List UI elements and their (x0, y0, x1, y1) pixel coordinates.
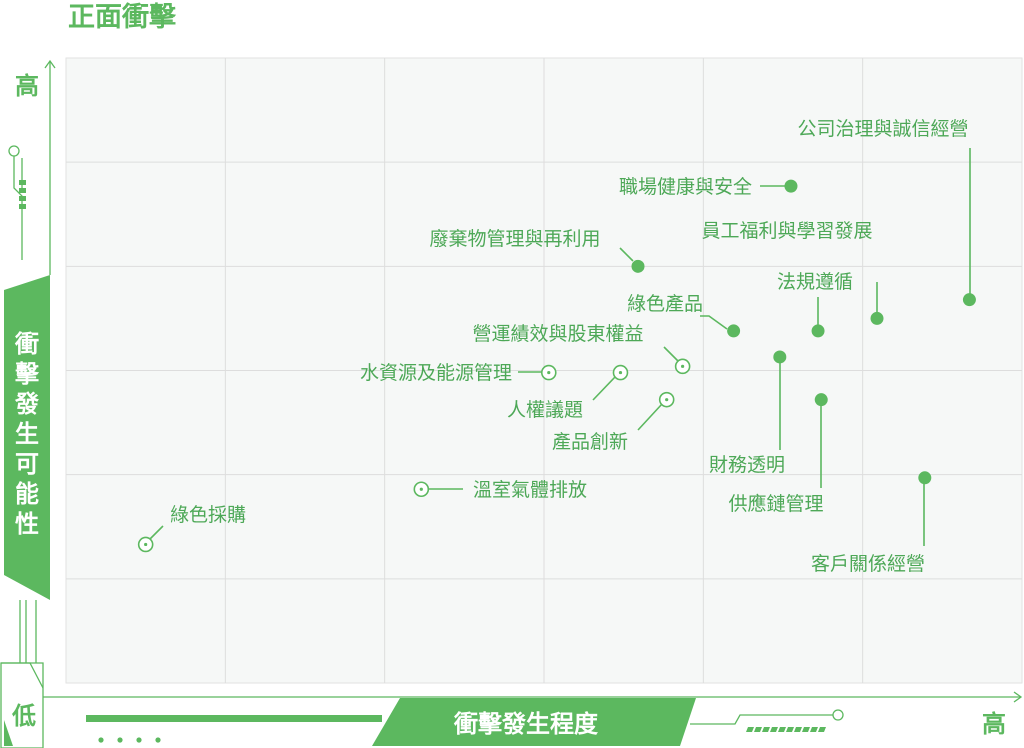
data-point-label: 溫室氣體排放 (473, 479, 587, 501)
leader-line (149, 525, 164, 540)
data-point (962, 293, 976, 307)
data-point-label: 水資源及能源管理 (360, 362, 512, 384)
x-axis-stripes-icon (746, 727, 826, 732)
data-point-group: 水資源及能源管理 (360, 362, 557, 384)
data-point-label: 營運績效與股東權益 (472, 323, 643, 345)
data-point-group: 廢棄物管理與再利用 (429, 228, 645, 273)
data-point-group: 溫室氣體排放 (413, 479, 587, 501)
data-point (814, 393, 828, 407)
x-axis (43, 691, 1023, 725)
leader-line (663, 346, 679, 362)
chart-title: 正面衝擊 (68, 2, 177, 33)
data-point (727, 324, 741, 338)
leader-line (700, 315, 728, 330)
data-point (631, 259, 645, 273)
data-point-label: 財務透明 (709, 454, 785, 476)
data-point-group: 職場健康與安全 (619, 176, 798, 198)
data-point-group: 供應鏈管理 (728, 393, 828, 515)
x-axis-label: 衝擊發生程度 (453, 710, 599, 738)
leader-line (619, 247, 634, 262)
data-point (811, 324, 825, 338)
data-point-label: 產品創新 (552, 431, 628, 453)
y-axis (8, 59, 56, 663)
data-point-group: 員工福利與學習發展 (701, 220, 884, 325)
data-point-group: 客戶關係經營 (811, 471, 932, 575)
grid (66, 58, 1022, 683)
y-axis-label: 衝擊發生可能性 (14, 330, 40, 538)
data-point-label: 客戶關係經營 (811, 553, 925, 575)
data-point-label: 人權議題 (507, 399, 583, 421)
x-axis-high-label: 高 (982, 710, 1006, 738)
data-point-group: 法規遵循 (777, 271, 853, 338)
data-point-label: 供應鏈管理 (728, 492, 823, 515)
y-axis-high-label: 高 (15, 72, 39, 100)
y-axis-stripes-icon (19, 180, 26, 209)
leader-line (637, 403, 663, 431)
x-axis-banner (372, 698, 696, 746)
data-point (918, 471, 932, 485)
data-point-label: 公司治理與誠信經營 (797, 118, 968, 140)
data-point (773, 350, 787, 364)
data-point (784, 179, 798, 193)
dots-decoration (98, 737, 161, 743)
data-point-group: 人權議題 (507, 364, 629, 421)
data-point-group: 財務透明 (709, 350, 787, 476)
data-point-label: 法規遵循 (777, 271, 853, 293)
data-point-label: 職場健康與安全 (619, 176, 752, 198)
data-point-label: 綠色採購 (170, 504, 246, 526)
y-axis-banner (4, 275, 50, 600)
data-point-group: 產品創新 (552, 391, 675, 453)
data-point-group: 營運績效與股東權益 (472, 323, 691, 375)
data-point-label: 廢棄物管理與再利用 (429, 228, 600, 250)
data-point-group: 綠色產品 (627, 293, 741, 338)
data-point-group: 綠色採購 (137, 504, 246, 553)
data-point-group: 公司治理與誠信經營 (797, 118, 976, 307)
leader-line (592, 376, 616, 401)
data-point-label: 綠色產品 (627, 293, 703, 315)
data-point-label: 員工福利與學習發展 (701, 220, 872, 242)
data-point (870, 311, 884, 325)
x-axis-low-label: 低 (11, 702, 36, 730)
